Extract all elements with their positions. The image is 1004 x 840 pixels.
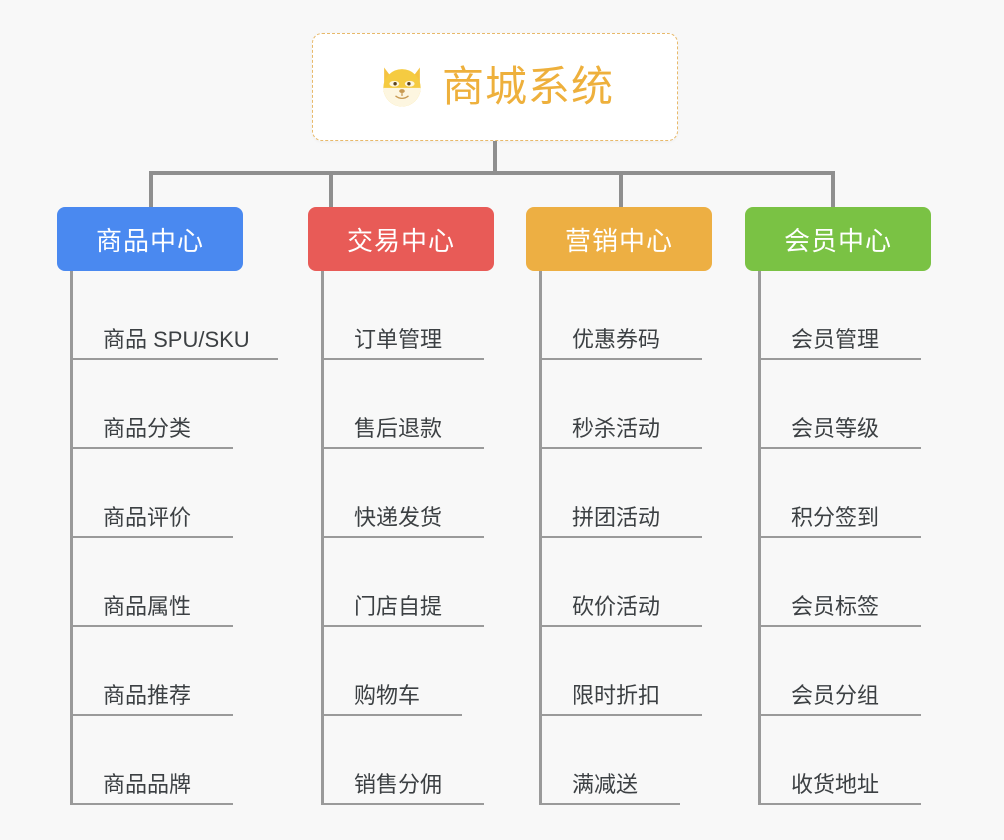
leaf-item[interactable]: 会员标签 <box>761 538 931 627</box>
column-product-center: 商品中心商品 SPU/SKU 商品分类商品评价商品属性商品推荐商品品牌 <box>57 207 278 805</box>
column-trade-center: 交易中心订单管理售后退款快递发货门店自提购物车销售分佣 <box>308 207 494 805</box>
leaf-item[interactable]: 快递发货 <box>324 449 494 538</box>
leaf-item-label: 商品 SPU/SKU <box>103 326 250 352</box>
root-node[interactable]: 商城系统 <box>312 33 678 141</box>
leaf-item-label: 售后退款 <box>354 415 443 441</box>
leaf-item-rule <box>73 625 233 627</box>
leaf-list-member-center: 会员管理会员等级积分签到会员标签会员分组收货地址 <box>758 271 931 805</box>
leaf-item-label: 商品属性 <box>103 593 192 619</box>
category-box-member-center[interactable]: 会员中心 <box>745 207 931 271</box>
leaf-item[interactable]: 售后退款 <box>324 360 494 449</box>
leaf-item-rule <box>542 358 702 360</box>
leaf-item-label: 拼团活动 <box>572 504 661 530</box>
category-label: 会员中心 <box>783 225 892 256</box>
leaf-item-label: 商品品牌 <box>103 771 192 797</box>
leaf-item[interactable]: 满减送 <box>542 716 712 805</box>
leaf-item[interactable]: 优惠券码 <box>542 271 712 360</box>
column-member-center: 会员中心会员管理会员等级积分签到会员标签会员分组收货地址 <box>745 207 931 805</box>
leaf-item-label: 销售分佣 <box>354 771 443 797</box>
leaf-item-label: 满减送 <box>572 771 639 797</box>
leaf-item-label: 订单管理 <box>354 326 443 352</box>
leaf-item-rule <box>761 625 921 627</box>
leaf-item-rule <box>73 714 233 716</box>
leaf-item[interactable]: 订单管理 <box>324 271 494 360</box>
leaf-item-rule <box>761 714 921 716</box>
leaf-item-rule <box>542 536 702 538</box>
leaf-item[interactable]: 收货地址 <box>761 716 931 805</box>
connector-drop-marketing-center <box>619 171 623 207</box>
leaf-item-label: 砍价活动 <box>572 593 661 619</box>
leaf-item-label: 商品分类 <box>103 415 192 441</box>
leaf-item-rule <box>542 714 702 716</box>
leaf-item-label: 秒杀活动 <box>572 415 661 441</box>
leaf-item[interactable]: 限时折扣 <box>542 627 712 716</box>
leaf-item-label: 商品推荐 <box>103 682 192 708</box>
leaf-item[interactable]: 拼团活动 <box>542 449 712 538</box>
leaf-item-rule <box>73 358 278 360</box>
leaf-item-label: 收货地址 <box>791 771 880 797</box>
leaf-item-label: 积分签到 <box>791 504 880 530</box>
leaf-item[interactable]: 商品评价 <box>73 449 243 538</box>
leaf-item[interactable]: 砍价活动 <box>542 538 712 627</box>
leaf-item[interactable]: 商品属性 <box>73 538 243 627</box>
leaf-item[interactable]: 会员等级 <box>761 360 931 449</box>
category-label: 商品中心 <box>95 225 204 256</box>
leaf-list-trade-center: 订单管理售后退款快递发货门店自提购物车销售分佣 <box>321 271 494 805</box>
shiba-dog-face-icon <box>376 61 428 113</box>
leaf-item-label: 会员管理 <box>791 326 880 352</box>
leaf-item-label: 优惠券码 <box>572 326 661 352</box>
leaf-item-rule <box>542 625 702 627</box>
connector-drop-trade-center <box>329 171 333 207</box>
leaf-item-rule <box>761 803 921 805</box>
connector-root-stem <box>493 141 497 173</box>
leaf-item-label: 会员标签 <box>791 593 880 619</box>
leaf-item[interactable]: 商品品牌 <box>73 716 243 805</box>
leaf-item-label: 限时折扣 <box>572 682 661 708</box>
leaf-item-rule <box>324 536 484 538</box>
leaf-item-rule <box>761 447 921 449</box>
root-title: 商城系统 <box>441 63 614 110</box>
leaf-list-product-center: 商品 SPU/SKU 商品分类商品评价商品属性商品推荐商品品牌 <box>70 271 278 805</box>
leaf-item-rule <box>73 447 233 449</box>
leaf-item-rule <box>324 447 484 449</box>
leaf-item-rule <box>761 358 921 360</box>
leaf-item-rule <box>73 803 233 805</box>
leaf-item-label: 门店自提 <box>354 593 443 619</box>
leaf-item-rule <box>324 358 484 360</box>
category-box-marketing-center[interactable]: 营销中心 <box>526 207 712 271</box>
connector-horizontal-bus <box>149 171 835 175</box>
leaf-list-marketing-center: 优惠券码秒杀活动拼团活动砍价活动限时折扣满减送 <box>539 271 712 805</box>
leaf-item-label: 会员分组 <box>791 682 880 708</box>
column-marketing-center: 营销中心优惠券码秒杀活动拼团活动砍价活动限时折扣满减送 <box>526 207 712 805</box>
leaf-item-rule <box>324 625 484 627</box>
leaf-item[interactable]: 积分签到 <box>761 449 931 538</box>
connector-drop-product-center <box>149 171 153 207</box>
category-label: 交易中心 <box>346 225 455 256</box>
leaf-item[interactable]: 会员管理 <box>761 271 931 360</box>
leaf-item[interactable]: 商品分类 <box>73 360 243 449</box>
leaf-item[interactable]: 商品推荐 <box>73 627 243 716</box>
leaf-item[interactable]: 销售分佣 <box>324 716 494 805</box>
leaf-item-rule <box>542 447 702 449</box>
leaf-item[interactable]: 会员分组 <box>761 627 931 716</box>
leaf-item-label: 商品评价 <box>103 504 192 530</box>
category-label: 营销中心 <box>564 225 673 256</box>
leaf-item[interactable]: 商品 SPU/SKU <box>73 271 278 360</box>
leaf-item-label: 会员等级 <box>791 415 880 441</box>
category-box-product-center[interactable]: 商品中心 <box>57 207 243 271</box>
leaf-item-rule <box>761 536 921 538</box>
leaf-item-rule <box>324 714 462 716</box>
leaf-item[interactable]: 门店自提 <box>324 538 494 627</box>
leaf-item-rule <box>73 536 233 538</box>
connector-drop-member-center <box>831 171 835 207</box>
leaf-item[interactable]: 购物车 <box>324 627 494 716</box>
leaf-item-rule <box>324 803 484 805</box>
leaf-item-label: 购物车 <box>354 682 421 708</box>
leaf-item-rule <box>542 803 680 805</box>
leaf-item-label: 快递发货 <box>354 504 443 530</box>
category-box-trade-center[interactable]: 交易中心 <box>308 207 494 271</box>
leaf-item[interactable]: 秒杀活动 <box>542 360 712 449</box>
